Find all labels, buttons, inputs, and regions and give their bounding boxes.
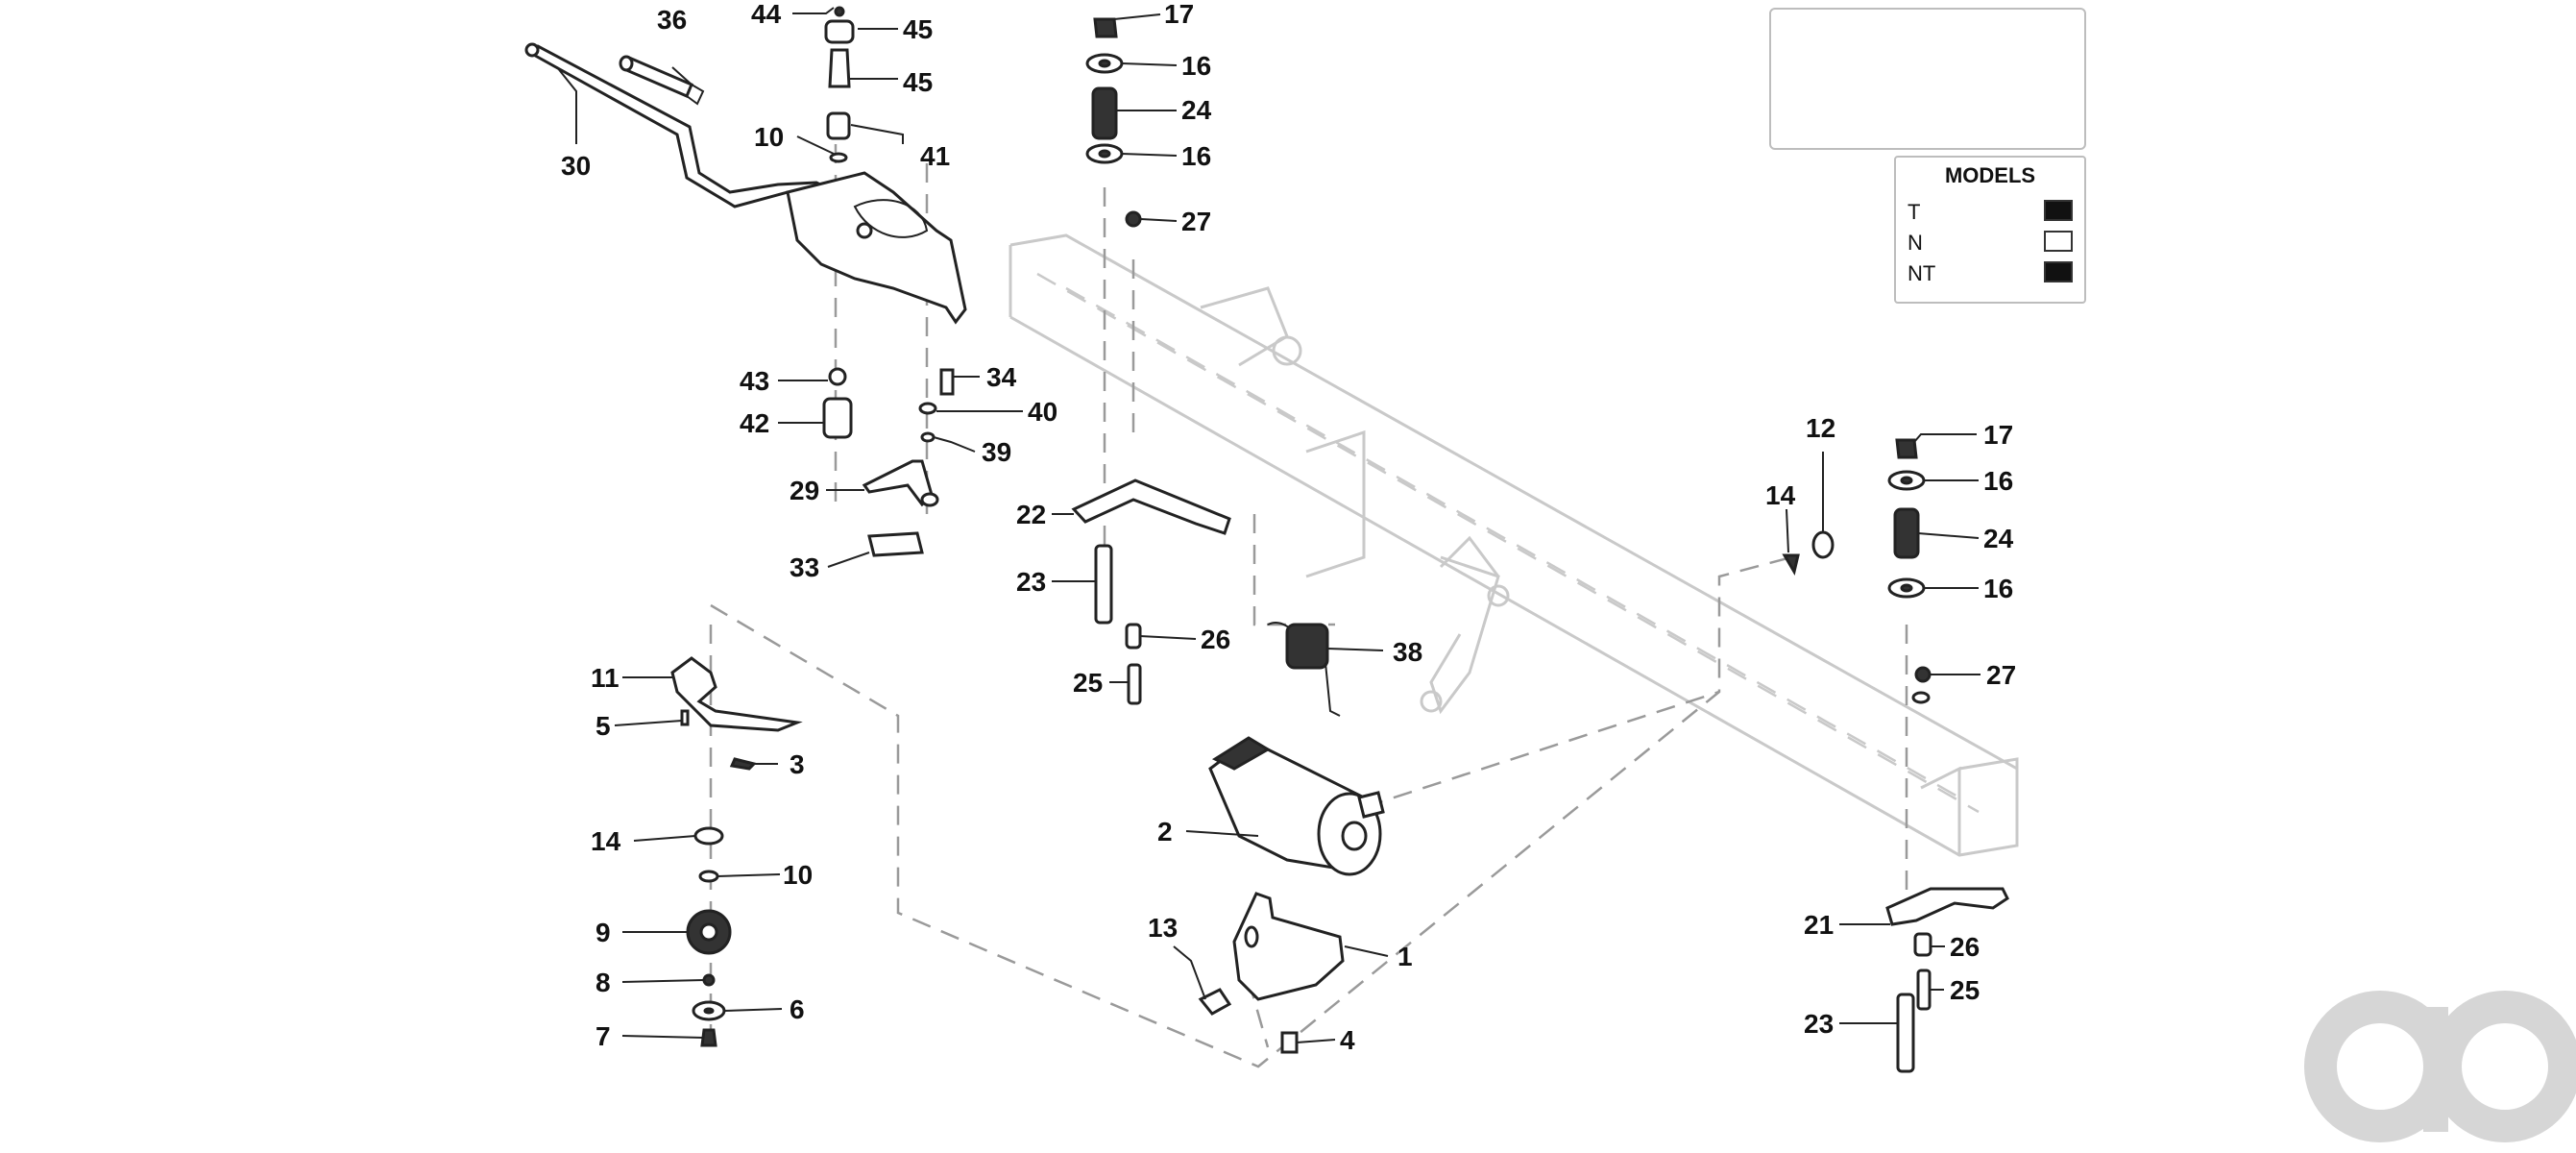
callout-27: 27 xyxy=(1986,660,2016,690)
parts-right-bottom xyxy=(1885,887,2009,1073)
models-title: MODELS xyxy=(1944,163,2036,187)
callout-11: 11 xyxy=(591,663,620,693)
callout-21: 21 xyxy=(1804,910,1834,940)
callout-36: 36 xyxy=(657,5,687,35)
model-swatch xyxy=(2044,261,2073,282)
callout-33: 33 xyxy=(790,552,819,582)
callout-16: 16 xyxy=(1983,466,2013,496)
callout-25: 25 xyxy=(1950,975,1980,1005)
callout-25: 25 xyxy=(1073,668,1103,698)
callout-7: 7 xyxy=(595,1021,611,1051)
callout-34: 34 xyxy=(986,362,1017,392)
parts-stack-top-left xyxy=(824,6,855,163)
callout-1: 1 xyxy=(1397,942,1413,971)
callout-23: 23 xyxy=(1016,567,1046,597)
model-swatch xyxy=(2044,200,2073,221)
ao-logo xyxy=(2304,991,2576,1142)
callout-16: 16 xyxy=(1181,141,1211,171)
callout-10: 10 xyxy=(783,860,813,890)
callout-22: 22 xyxy=(1016,500,1046,529)
callout-24: 24 xyxy=(1983,524,2014,553)
callout-30: 30 xyxy=(561,151,591,181)
callout-labels: 44 45 45 36 30 10 41 43 42 34 40 39 29 3… xyxy=(561,0,2016,1055)
callout-17: 17 xyxy=(1164,0,1194,29)
frame-outline xyxy=(1009,233,2019,857)
callout-23: 23 xyxy=(1804,1009,1834,1039)
callout-45: 45 xyxy=(903,67,933,97)
callout-42: 42 xyxy=(740,408,769,438)
part-lever-plate xyxy=(786,171,967,325)
model-name: N xyxy=(1908,231,1923,255)
callout-5: 5 xyxy=(595,711,611,741)
part-30-rod xyxy=(524,42,838,209)
callout-45: 45 xyxy=(903,14,933,44)
callout-44: 44 xyxy=(751,0,782,29)
alignment-lines xyxy=(709,144,1908,1068)
callout-38: 38 xyxy=(1393,637,1422,667)
model-row-nt: NT xyxy=(1908,258,2073,286)
callout-13: 13 xyxy=(1148,913,1178,943)
model-swatch xyxy=(2044,231,2073,252)
callout-29: 29 xyxy=(790,476,819,505)
callout-24: 24 xyxy=(1181,95,1212,125)
parts-stack-center-left xyxy=(822,367,955,557)
callout-43: 43 xyxy=(740,366,769,396)
callout-26: 26 xyxy=(1201,625,1230,654)
callout-41: 41 xyxy=(920,141,950,171)
part-36-sleeve xyxy=(619,55,705,106)
parts-stack-lower-left xyxy=(670,656,803,1047)
callout-4: 4 xyxy=(1340,1025,1355,1055)
callout-39: 39 xyxy=(982,437,1011,467)
part-38-spring xyxy=(1267,622,1341,717)
parts-stack-top-middle xyxy=(1085,17,1142,228)
callout-26: 26 xyxy=(1950,932,1980,962)
callout-16: 16 xyxy=(1983,574,2013,603)
callout-9: 9 xyxy=(595,918,611,947)
parts-motor-group xyxy=(1198,736,1385,1054)
callout-6: 6 xyxy=(790,994,805,1024)
model-row-t: T xyxy=(1908,196,2073,225)
model-name: T xyxy=(1908,200,1921,224)
callout-14: 14 xyxy=(591,826,621,856)
callout-10: 10 xyxy=(754,122,784,152)
leader-lines xyxy=(556,7,1981,1043)
callout-17: 17 xyxy=(1983,420,2013,450)
baler-thumbnail-panel xyxy=(1769,8,2086,150)
model-row-n: N xyxy=(1908,227,2073,256)
callout-3: 3 xyxy=(790,749,805,779)
callout-2: 2 xyxy=(1157,817,1173,846)
callout-8: 8 xyxy=(595,968,611,997)
callout-12: 12 xyxy=(1806,413,1835,443)
callout-16: 16 xyxy=(1181,51,1211,81)
parts-right-top xyxy=(1782,438,1932,704)
callout-27: 27 xyxy=(1181,207,1211,236)
parts-bracket-22-group xyxy=(1071,478,1231,705)
callout-14: 14 xyxy=(1765,480,1796,510)
model-name: NT xyxy=(1908,261,1936,285)
models-legend: MODELS T N NT xyxy=(1894,156,2086,304)
callout-40: 40 xyxy=(1028,397,1057,427)
